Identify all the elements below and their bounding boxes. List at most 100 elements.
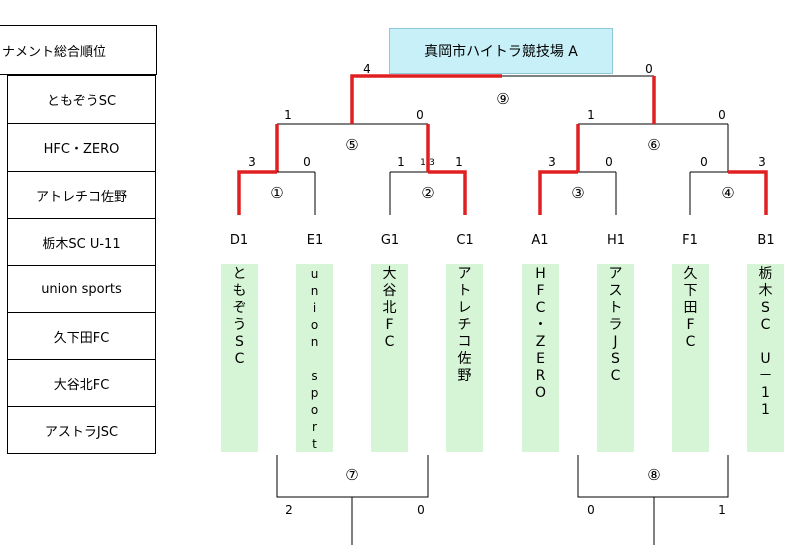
ranking-entry-8: アストラJSC (7, 406, 156, 454)
team-name-char: n (310, 284, 319, 298)
team-name-char: ト (457, 283, 472, 299)
team-name-char: F (536, 283, 545, 299)
match-number-6: ⑥ (647, 136, 661, 154)
seed-label: G1 (380, 233, 400, 248)
team-name-char: 野 (457, 368, 472, 384)
venue-label: 真岡市ハイトラ競技場 A (389, 28, 613, 74)
team-name-char: F (385, 317, 394, 333)
team-name-char: u (310, 267, 319, 281)
score-m1-right: 0 (303, 155, 311, 169)
score-m6-right: 0 (718, 108, 726, 122)
team-name-char: と (232, 266, 247, 282)
score-m2-right-pk: 3 (429, 158, 435, 168)
team-name-char: S (235, 334, 244, 350)
ranking-entry-2: HFC・ZERO (7, 123, 156, 172)
score-m7-right: 0 (417, 503, 425, 517)
team-name-char: 谷 (382, 283, 397, 299)
team-name-char: S (761, 300, 770, 316)
team-name-char: S (611, 351, 620, 367)
team-name-char: o (310, 403, 319, 417)
score-m7-left: 2 (285, 503, 293, 517)
team-name-char: F (686, 317, 695, 333)
team-name-char: ラ (608, 317, 623, 333)
team-name-char: 田 (683, 300, 698, 316)
team-name-char: チ (457, 317, 472, 333)
team-name-char: E (536, 351, 545, 367)
team-name-char: t (312, 437, 317, 451)
team-name-char (313, 351, 317, 368)
team-name-char: 栃 (758, 266, 773, 282)
score-m2-left: 1 (397, 155, 405, 169)
team-name-char: C (384, 334, 395, 350)
team-name-char: R (535, 368, 546, 384)
score-m5-right: 0 (416, 108, 424, 122)
ranking-entry-4: 栃木SC U-11 (7, 218, 156, 266)
match-number-8: ⑧ (647, 466, 661, 484)
team-name-char: C (535, 300, 546, 316)
ranking-entry-7: 大谷北FC (7, 359, 156, 407)
score-m6-left: 1 (587, 108, 595, 122)
team-name-char: U (760, 351, 771, 367)
team-name-char: O (534, 385, 547, 401)
team-name-char: 1 (761, 385, 770, 401)
team-name-char: ス (608, 283, 623, 299)
score-m4-right: 3 (758, 155, 766, 169)
team-name-char: ア (457, 266, 472, 282)
team-name-column: アトレチコ佐野 (446, 264, 483, 452)
team-name-char: 佐 (457, 351, 472, 367)
team-name-char: 1 (761, 402, 770, 418)
seed-label: F1 (682, 233, 698, 248)
team-name-char: 大 (382, 266, 397, 282)
team-name-char: も (232, 283, 247, 299)
score-m4-left: 0 (700, 155, 708, 169)
match-number-2: ② (421, 184, 435, 202)
seed-label: A1 (531, 233, 549, 248)
team-name-char: C (760, 317, 771, 333)
score-m3-right: 0 (605, 155, 613, 169)
bracket-line (577, 455, 729, 498)
score-m1-left: 3 (248, 155, 256, 169)
team-name-char: p (310, 386, 319, 400)
team-name-char: ア (608, 266, 623, 282)
score-m5-left: 1 (284, 108, 292, 122)
match-number-4: ④ (721, 184, 735, 202)
team-name-char: r (312, 420, 317, 434)
match-number-3: ③ (571, 184, 585, 202)
winner-line (350, 74, 502, 124)
ranking-entry-6: 久下田FC (7, 312, 156, 360)
team-name-char: ・ (533, 317, 548, 333)
score-m8-right: 1 (718, 503, 726, 517)
team-name-char: C (685, 334, 696, 350)
team-name-char: う (232, 317, 247, 333)
team-name-char: C (610, 368, 621, 384)
seed-label: B1 (757, 233, 775, 248)
score-m3-left: 3 (548, 155, 556, 169)
winner-line (237, 170, 277, 215)
match-number-5: ⑤ (345, 136, 359, 154)
team-name-char: 木 (758, 283, 773, 299)
team-name-char: ト (608, 300, 623, 316)
winner-line (728, 170, 768, 215)
team-name-char: J (613, 334, 618, 350)
team-name-char: s (311, 369, 318, 383)
winner-line (428, 170, 467, 215)
match-number-7: ⑦ (345, 466, 359, 484)
score-m9-left: 4 (363, 62, 371, 76)
seed-label: D1 (229, 233, 249, 248)
seed-label: H1 (606, 233, 626, 248)
team-name-char: 北 (382, 300, 397, 316)
team-name-char: i (312, 301, 317, 315)
team-name-char: コ (457, 334, 472, 350)
score-m2-left-pk: 1 (420, 158, 426, 168)
team-name-char: n (310, 335, 319, 349)
team-name-char: C (234, 351, 245, 367)
match-number-9: ⑨ (496, 90, 510, 108)
winner-line (538, 170, 578, 215)
